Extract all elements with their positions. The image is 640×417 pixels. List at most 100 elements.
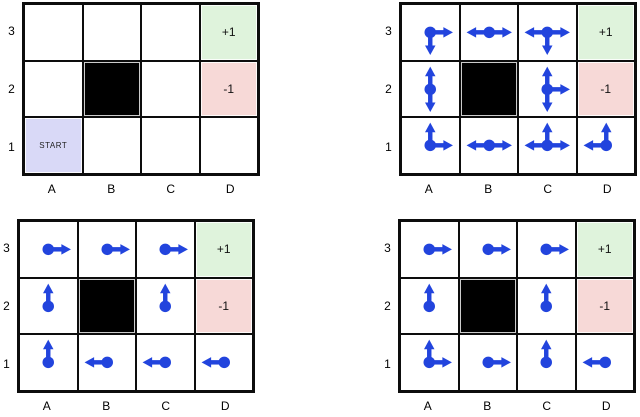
row-label-3: 3: [385, 24, 392, 38]
policy-arrows-icon: [424, 122, 453, 152]
cell-A2: [400, 277, 459, 335]
state-dot-icon: [42, 300, 55, 312]
col-label-D: D: [220, 399, 230, 413]
cell-C1: [517, 334, 576, 391]
state-dot-icon: [482, 26, 495, 39]
state-dot-icon: [423, 300, 436, 312]
state-dot-icon: [217, 356, 230, 369]
cell-A2: [401, 60, 460, 118]
col-label-C: C: [543, 182, 553, 196]
cell-A1: [401, 117, 460, 174]
col-label-C: C: [161, 399, 171, 413]
wall-cell-B2: [458, 277, 517, 335]
policy-arrows-icon: [423, 283, 436, 312]
policy-arrows-icon: [466, 139, 512, 152]
col-label-C: C: [166, 182, 176, 196]
wall-cell-B2: [77, 277, 136, 335]
cell-A1: [400, 334, 459, 391]
reward-label: +1: [221, 25, 236, 40]
policy-arrows-icon: [540, 283, 553, 312]
cell-A1: START: [24, 117, 83, 174]
state-dot-icon: [424, 83, 437, 95]
cell-C2: [517, 277, 576, 335]
state-dot-icon: [481, 243, 494, 256]
cell-D2: -1: [575, 277, 634, 335]
cell-C3: [136, 221, 195, 278]
cell-B3: [459, 4, 518, 61]
penalty-label: -1: [599, 298, 611, 313]
col-label-C: C: [542, 399, 552, 413]
cell-D3: +1: [576, 4, 635, 61]
policy-arrows-icon: [524, 122, 570, 152]
cell-A3: [400, 221, 459, 278]
policy-arrows-icon: [424, 26, 453, 56]
policy-arrows-icon: [142, 356, 172, 369]
row-label-1: 1: [385, 140, 392, 154]
cell-D2: -1: [199, 60, 258, 118]
cell-C1: [141, 117, 200, 174]
policy-arrows-icon: [481, 356, 511, 369]
policy-arrows-icon: [84, 356, 113, 369]
col-label-B: B: [484, 182, 493, 196]
policy-arrows-icon: [466, 26, 512, 39]
grid-all-actions: +1-1: [399, 2, 637, 176]
col-label-D: D: [602, 182, 612, 196]
row-label-1: 1: [8, 140, 15, 154]
policy-arrows-icon: [201, 356, 230, 369]
cell-B1: [458, 334, 517, 391]
cell-D2: -1: [194, 277, 253, 335]
policy-arrows-icon: [541, 66, 570, 112]
col-label-A: A: [42, 399, 51, 413]
col-label-B: B: [102, 399, 111, 413]
state-dot-icon: [159, 300, 172, 312]
state-dot-icon: [423, 356, 436, 369]
policy-arrows-icon: [582, 356, 611, 369]
cell-D1: [576, 117, 635, 174]
row-label-2: 2: [384, 299, 391, 313]
cell-B1: [77, 334, 136, 391]
reward-label: +1: [216, 242, 231, 257]
cell-D1: [575, 334, 634, 391]
state-dot-icon: [159, 243, 172, 256]
cell-C3: [518, 4, 577, 61]
policy-arrows-icon: [42, 339, 55, 369]
col-labels: A B C D: [398, 393, 636, 413]
state-dot-icon: [481, 356, 494, 369]
state-dot-icon: [482, 139, 495, 152]
col-label-B: B: [483, 399, 492, 413]
state-dot-icon: [424, 26, 437, 39]
policy-arrows-icon: [159, 243, 188, 256]
cell-A2: [24, 60, 83, 118]
state-dot-icon: [599, 139, 612, 152]
state-dot-icon: [100, 356, 113, 369]
col-label-A: A: [47, 182, 56, 196]
cell-C2: [518, 60, 577, 118]
cell-A1: [19, 334, 78, 391]
cell-A3: [401, 4, 460, 61]
policy-arrows-icon: [423, 243, 452, 256]
policy-arrows-icon: [481, 243, 511, 256]
cell-C3: [141, 4, 200, 61]
row-label-2: 2: [3, 299, 10, 313]
cell-D1: [199, 117, 258, 174]
wall-cell-B2: [82, 60, 141, 118]
cell-C2: [141, 60, 200, 118]
col-label-A: A: [423, 399, 432, 413]
policy-arrows-icon: [159, 283, 172, 312]
state-dot-icon: [423, 243, 436, 256]
row-label-3: 3: [3, 241, 10, 255]
cell-A3: [24, 4, 83, 61]
row-label-3: 3: [384, 241, 391, 255]
cell-D3: +1: [194, 221, 253, 278]
cell-D2: -1: [576, 60, 635, 118]
col-label-D: D: [601, 399, 611, 413]
policy-arrows-icon: [424, 66, 437, 112]
state-dot-icon: [541, 26, 554, 39]
